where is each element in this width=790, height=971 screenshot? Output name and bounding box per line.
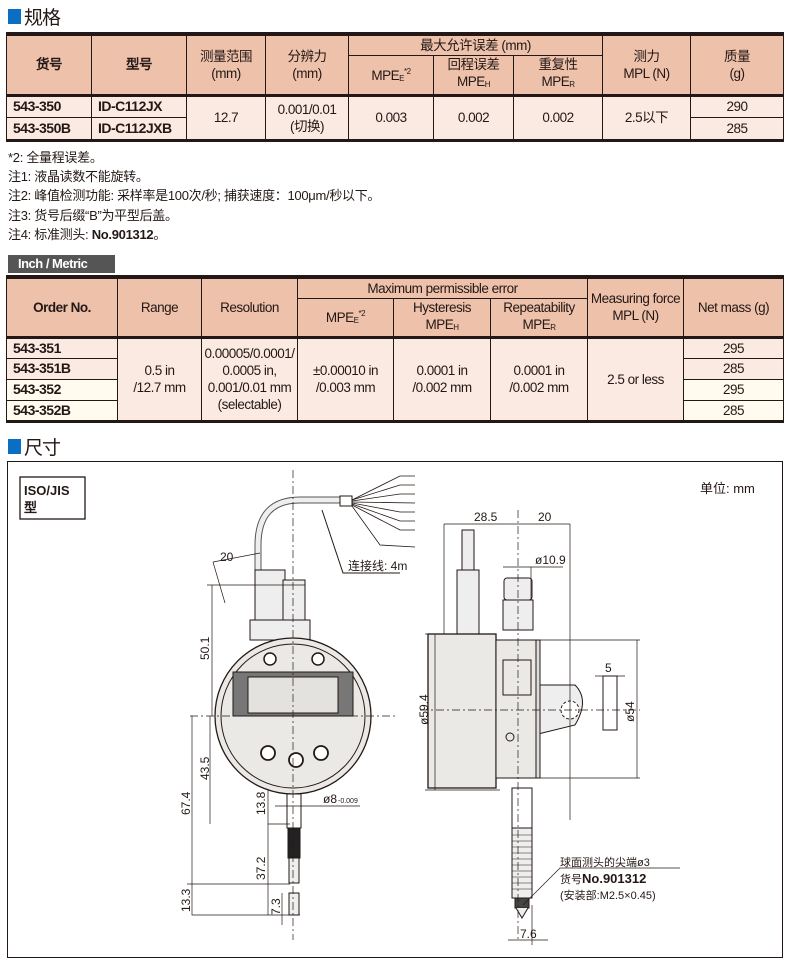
spring-rings (512, 834, 532, 890)
order-no: 543-352 (6, 378, 118, 401)
gauge-side-view (420, 510, 640, 940)
col-mpe-group: 最大允许误差 (mm) (347, 33, 604, 56)
dimension-heading-text: 尺寸 (24, 437, 61, 459)
dim-label: 13.3 (179, 888, 193, 912)
heading-marker-icon (8, 9, 21, 24)
order-no: 543-350B (6, 116, 92, 141)
col-resolution: Resolution (201, 276, 298, 338)
dim-label: 5 (605, 661, 612, 675)
type-label: ISO/JIS (24, 483, 70, 498)
table-row: 543-350 ID-C112JX 12.7 0.001/0.01(切换) 0.… (6, 94, 785, 141)
order-no: 543-351 (6, 336, 118, 359)
spec-heading-text: 规格 (24, 7, 61, 29)
col-resolution: 分辨力(mm) (265, 33, 349, 96)
col-mass: Net mass (g) (683, 276, 784, 338)
inch-metric-tab: Inch / Metric (8, 255, 115, 273)
dim-label: 67.4 (179, 791, 193, 815)
note: 注3: 货号后缀“B”为平型后盖。 (8, 207, 178, 223)
order-no: 543-350 (6, 94, 92, 118)
force: 2.5 or less (587, 336, 684, 422)
dimension-heading: 尺寸 (8, 433, 61, 460)
callout-mount: (安装部:M2.5×0.45) (560, 888, 656, 902)
callout-order: 货号No.901312 (560, 871, 646, 886)
heading-marker-icon (8, 439, 21, 454)
dim-tolerance: -0.009 (338, 798, 358, 805)
dimension-drawing-frame (7, 461, 783, 958)
dim-label: ø59.4 (417, 694, 431, 725)
cable-wires (351, 475, 416, 548)
table-row: 543-350B ID-C112JXB 285 (6, 116, 785, 141)
note: 注2: 峰值检测功能: 采样率是100次/秒; 捕获速度：100μm/秒以下。 (8, 188, 381, 204)
spec-heading: 规格 (8, 3, 61, 30)
force: 2.5以下 (602, 94, 692, 141)
note: *2: 全量程误差。 (8, 150, 103, 165)
dim-label: 50.1 (198, 636, 212, 660)
repeatability: 0.0001 in/0.002 mm (490, 336, 588, 422)
dim-label: ø10.9 (535, 553, 566, 567)
range: 0.5 in/12.7 mm (117, 336, 202, 422)
mass: 285 (683, 399, 784, 422)
front-dimension-lines (187, 552, 360, 925)
col-order-no: Order No. (6, 276, 118, 338)
col-range: 测量范围(mm) (186, 33, 266, 96)
col-mass: 质量(g) (690, 33, 785, 96)
table-row: 543-351 0.5 in/12.7 mm 0.00005/0.0001/0.… (6, 336, 784, 422)
col-model: 型号 (91, 33, 187, 96)
repeatability: 0.002 (512, 94, 604, 141)
note: 注4: 标准测头: No.901312。 (8, 226, 167, 242)
table-row: 543-352B 285 (6, 399, 784, 422)
cable-label: 连接线: 4m (348, 558, 407, 573)
dim-label: 28.5 (474, 510, 498, 524)
table-row: 543-352 295 (6, 378, 784, 401)
dim-label: 7.3 (269, 898, 283, 915)
mpe-e: 0.003 (348, 94, 434, 141)
mass: 285 (690, 116, 785, 141)
mass: 290 (690, 94, 785, 118)
note: 注1: 液晶读数不能旋转。 (8, 169, 149, 185)
dim-label: 13.8 (254, 791, 268, 815)
gauge-front-view: 连接线: 4m (190, 470, 416, 940)
mpe-e: ±0.00010 in/0.003 mm (297, 336, 394, 422)
spec-table-en: Order No. Range Resolution Maximum permi… (6, 275, 784, 423)
dim-label: 20 (220, 550, 234, 564)
hysteresis: 0.0001 in/0.002 mm (393, 336, 491, 422)
resolution: 0.00005/0.0001/0.0005 in,0.001/0.01 mm(s… (201, 336, 298, 422)
col-range: Range (117, 276, 202, 338)
resolution: 0.001/0.01(切换) (265, 94, 349, 141)
dim-label: 37.2 (254, 856, 268, 880)
dim-label: 20 (538, 510, 552, 524)
callout-tip: 球面测头的尖端ø3 (560, 855, 650, 869)
dim-label: 43.5 (198, 756, 212, 780)
type-label-2: 型 (24, 500, 37, 515)
dim-label: ø8 (323, 792, 337, 806)
side-dimension-lines (425, 523, 680, 945)
type-label-box (19, 476, 86, 520)
dim-label: 7.6 (520, 927, 537, 941)
notes: *2: 全量程误差。 注1: 液晶读数不能旋转。 注2: 峰值检测功能: 采样率… (8, 148, 380, 244)
order-no: 543-352B (6, 399, 118, 422)
col-order-no: 货号 (6, 33, 92, 96)
mass: 285 (683, 357, 784, 380)
dim-label: ø54 (623, 701, 637, 722)
unit-label: 单位: mm (700, 481, 755, 496)
model: ID-C112JXB (91, 116, 187, 141)
